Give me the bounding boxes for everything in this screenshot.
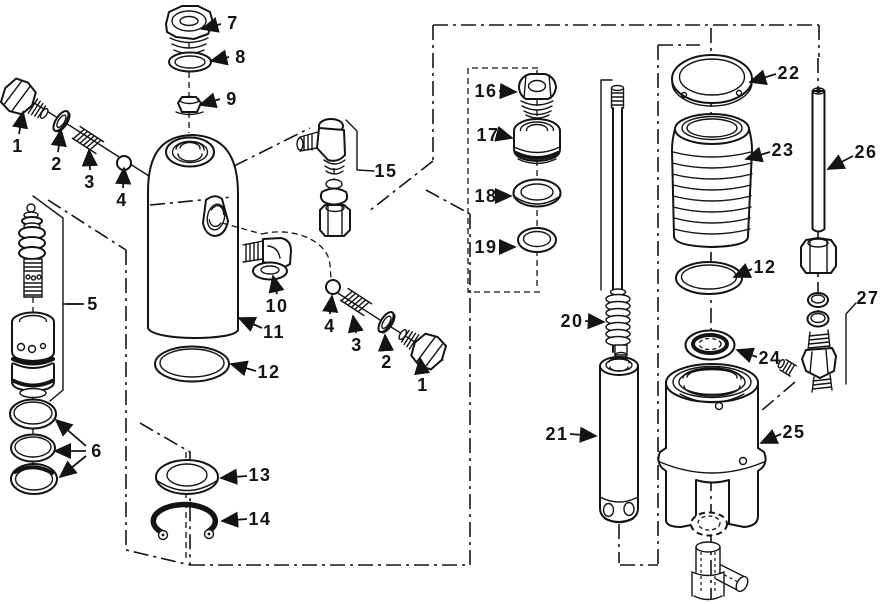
callout-3a: 3 [84,172,96,192]
callout-25: 25 [782,422,805,442]
callout-12a: 12 [257,362,280,382]
part-24-backup-seal [684,329,736,361]
callout-27: 27 [856,288,879,308]
part-12-o-ring-left [154,345,230,383]
check-valve-route [261,231,333,284]
callout-22: 22 [777,63,800,83]
part-9-nut [175,95,204,116]
part-8-o-ring [168,51,212,73]
part-4-ball-left [116,155,132,171]
callout-23: 23 [771,140,794,160]
callout-5: 5 [87,294,99,314]
phantom-valve-body [691,541,749,601]
callout-24: 24 [758,348,781,368]
callout-12b: 12 [753,257,776,277]
part-23-bellows-sleeve [671,113,753,248]
part-7-filler-cap [165,5,214,59]
callout-18: 18 [474,186,497,206]
part-16-cylinder-plug [518,73,557,119]
callout-16: 16 [474,81,497,101]
part-14-snap-ring [150,501,219,541]
part-11-reservoir-body [147,134,239,339]
part-13-seal-washer [155,459,219,495]
callout-14: 14 [248,509,271,529]
part-22-end-ring [671,54,753,107]
part-12-o-ring-right [675,261,743,295]
part-5-valve-assembly [11,203,55,399]
part-6-o-rings [9,398,58,495]
callout-20: 20 [560,311,583,331]
part-15-fitting-assembly [296,118,375,237]
callout-26: 26 [854,142,877,162]
part-3-spring-right [339,287,373,317]
callout-6: 6 [91,441,103,461]
part-2-washer-right [377,310,396,334]
phantom-boundary-lines [47,24,820,600]
part-1-check-plug-left [0,77,49,119]
part-19-o-ring [517,227,557,253]
callout-10: 10 [265,296,288,316]
callout-17: 17 [476,125,499,145]
port-leader-line [221,222,263,235]
callout-9: 9 [226,89,238,109]
phantom-o-ring [690,511,728,537]
callout-15: 15 [374,161,397,181]
callout-4b: 4 [324,316,336,336]
part-20-spring [605,288,631,359]
part-4-ball-right [325,279,341,295]
part-26-supply-tube [811,87,826,233]
callout-2b: 2 [381,352,393,372]
callout-21: 21 [545,424,568,444]
part-21-cylinder-tube [599,356,639,524]
callout-4a: 4 [116,190,128,210]
callout-19: 19 [474,237,497,257]
part-18-seal-ring [512,178,562,208]
callout-8: 8 [235,47,247,67]
part-27-fitting-assembly [777,237,857,393]
callout-7: 7 [227,13,239,33]
callout-2a: 2 [51,154,63,174]
part-10-elbow-fitting [242,237,292,281]
callout-11: 11 [263,322,285,342]
callout-leaders [12,17,854,528]
callout-1a: 1 [12,136,24,156]
part-17-gland [513,118,561,165]
callout-3b: 3 [351,335,363,355]
callout-labels: 7 8 9 1 2 3 4 5 6 10 11 12 15 4 3 2 1 13… [12,13,879,529]
part-25-trim-housing [657,363,767,528]
callout-1b: 1 [417,375,429,395]
callout-13: 13 [248,465,271,485]
